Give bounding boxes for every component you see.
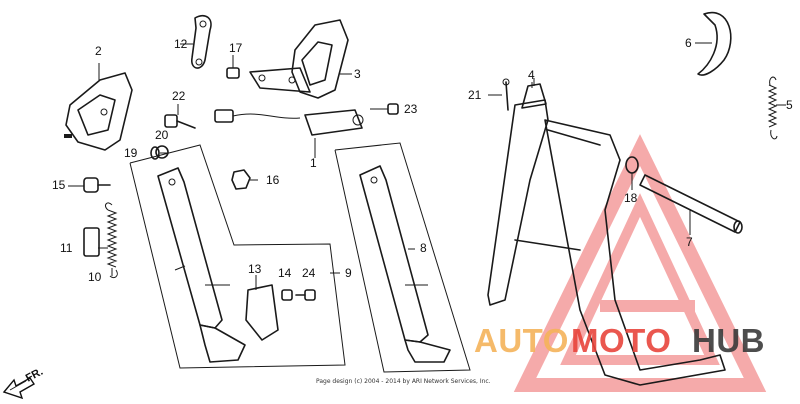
assembly-outline-8 [334,142,471,373]
front-direction-arrow: FR. [2,366,45,400]
part-19-collar [150,146,160,160]
part-15-bolt [83,177,111,193]
label-7: 7 [686,235,693,249]
assembly-outline-9 [129,144,346,369]
label-5: 5 [786,98,793,112]
label-13: 13 [248,262,262,276]
part-7-pivot-pipe [639,174,743,235]
part-2-bracket [64,63,133,151]
label-4: 4 [528,68,535,82]
label-2: 2 [95,44,102,58]
part-22-bolt [164,104,196,129]
part-12-link [180,14,212,69]
part-3-bracket [249,19,350,99]
label-11: 11 [60,241,73,255]
part-14-collar [281,289,293,301]
part-17-nut [226,55,240,79]
part-8-side-stand [359,165,451,363]
watermark-text-moto: MOTO [571,322,671,359]
part-5-spring [767,76,786,140]
part-23-bolt [370,103,399,115]
label-23: 23 [404,102,418,116]
part-13-stopper [245,275,279,341]
label-12: 12 [174,37,188,51]
label-16: 16 [266,173,280,187]
label-24: 24 [302,266,316,280]
label-15: 15 [52,178,66,192]
part-number-labels: 1 2 3 4 5 6 7 8 9 10 11 12 13 14 15 16 1… [52,36,793,284]
part-20-washer [155,145,169,159]
part-6-hook [697,11,732,76]
part-9-side-stand [157,167,246,363]
label-8: 8 [420,241,427,255]
watermark-text-hub: HUB [692,322,765,359]
label-17: 17 [229,41,243,55]
leader-lines [68,42,712,276]
copyright-text: Page design (c) 2004 - 2014 by ARI Netwo… [316,378,491,385]
front-label: FR. [24,366,45,385]
label-18: 18 [624,191,638,205]
part-21-pin [488,78,510,111]
label-3: 3 [354,67,361,81]
part-16-nut [231,169,251,190]
part-11-sleeve [83,227,100,257]
part-1-switch [214,109,364,158]
label-20: 20 [155,128,169,142]
part-4-main-stand [487,78,726,386]
part-10-spring [105,202,118,279]
label-14: 14 [278,266,292,280]
watermark-logo: AUTO MOTO HUB [474,322,765,359]
part-24-bolt [295,289,316,301]
label-21: 21 [468,88,482,102]
label-1: 1 [310,156,317,170]
label-10: 10 [88,270,102,284]
label-6: 6 [685,36,692,50]
watermark-text-auto: AUTO [474,322,569,359]
label-22: 22 [172,89,186,103]
part-18-washer [625,156,639,190]
label-9: 9 [345,266,352,280]
label-19: 19 [124,146,138,160]
